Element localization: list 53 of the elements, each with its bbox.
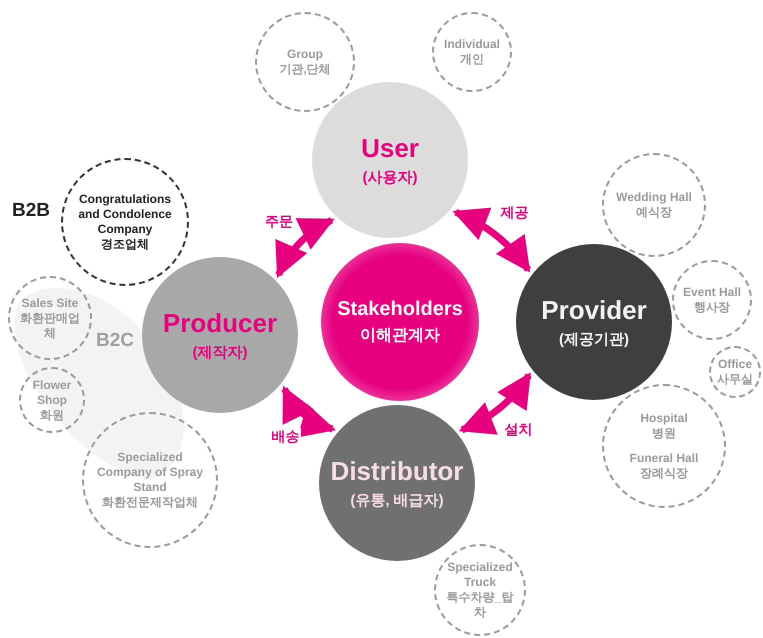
- role-subtitle: 이해관계자: [360, 326, 440, 346]
- korean-name: 경조업체: [101, 237, 149, 252]
- korean-name: 기관,단체: [279, 62, 331, 77]
- korean-name: 행사장: [694, 300, 730, 315]
- role-title: Stakeholders: [337, 298, 463, 321]
- korean-name: 병원: [652, 426, 676, 441]
- place-name: Wedding Hall: [616, 190, 692, 205]
- place-name: Specialized Truck: [446, 560, 514, 590]
- segment-label: B2B: [12, 200, 50, 222]
- place-name: Event Hall: [682, 285, 742, 300]
- edge-label: 제공: [498, 204, 530, 222]
- place-name: Office: [718, 357, 752, 372]
- korean-name: 화원: [40, 408, 64, 422]
- role-subtitle: (제공기관): [559, 330, 629, 349]
- dashed-circle: [61, 158, 189, 286]
- korean-name: 특수차량_탑차: [446, 590, 514, 620]
- dashed-circle: [672, 260, 752, 340]
- dashed-circle: [82, 412, 218, 548]
- place-name: Funeral Hall: [630, 451, 698, 466]
- dashed-circle: [602, 153, 706, 257]
- place-name: Specialized Company of Spray Stand: [96, 450, 204, 495]
- korean-name: 장례식장: [640, 466, 688, 481]
- place-name: Group: [287, 47, 323, 62]
- place-name: Sales Site: [22, 296, 78, 310]
- place-name: Individual: [444, 37, 500, 52]
- dashed-circle: [434, 544, 526, 636]
- dashed-circle: [602, 384, 726, 508]
- place-name: Flower Shop: [32, 378, 72, 408]
- role-subtitle: (제작자): [192, 343, 248, 362]
- dashed-circle: [432, 12, 512, 92]
- double-arrow: [281, 386, 336, 436]
- role-title: User: [361, 133, 419, 164]
- korean-name: 화환판매업체: [19, 310, 81, 340]
- place-name: Congratulations and Condolence Company: [77, 192, 173, 237]
- korean-name: 개인: [460, 52, 484, 67]
- place-name: Hospital: [640, 411, 688, 426]
- edge-label: 배송: [269, 428, 302, 446]
- segment-label: B2C: [96, 330, 134, 352]
- korean-name: 사무실: [717, 372, 753, 387]
- role-title: Distributor: [330, 456, 464, 487]
- edge-label: 주문: [263, 213, 296, 232]
- role-title: Provider: [541, 295, 647, 326]
- role-title: Producer: [162, 308, 278, 339]
- dashed-circle: [19, 367, 85, 433]
- korean-name: 예식장: [636, 205, 672, 220]
- dashed-circle: [8, 276, 92, 360]
- double-arrow: [275, 217, 335, 278]
- dashed-circle: [255, 12, 355, 112]
- korean-name: 화환전문제작업체: [102, 495, 198, 510]
- dashed-circle: [709, 346, 761, 398]
- double-arrow: [452, 208, 532, 273]
- role-subtitle: (사용자): [362, 168, 418, 187]
- role-subtitle: (유통, 배급자): [350, 491, 444, 510]
